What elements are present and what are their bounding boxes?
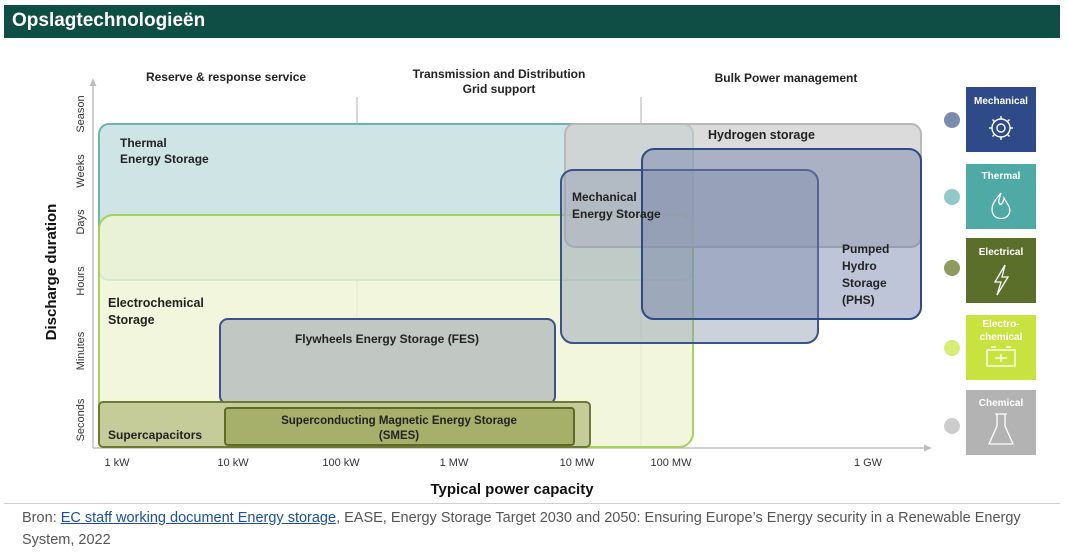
zone-transmission-line1: Transmission and Distribution xyxy=(413,67,586,81)
flask-icon xyxy=(987,413,1015,445)
x-axis-arrow xyxy=(924,444,932,452)
electrochemical-label-line2: Storage xyxy=(108,313,155,327)
x-tick-10kw: 10 kW xyxy=(217,457,249,469)
footer-divider xyxy=(4,503,1060,504)
phs-label-line4: (PHS) xyxy=(842,293,875,307)
hydrogen-label: Hydrogen storage xyxy=(708,128,815,142)
x-tick-1kw: 1 kW xyxy=(104,457,130,469)
mechanical-storage-region xyxy=(560,169,819,344)
smes-label-line1: Superconducting Magnetic Energy Storage xyxy=(281,415,517,427)
gear-icon xyxy=(989,116,1013,140)
battery-icon xyxy=(986,346,1016,367)
legend-label-electrochemical-line2: chemical xyxy=(980,332,1023,343)
thermal-label-line1: Thermal xyxy=(120,136,167,150)
legend-dot-chemical xyxy=(944,418,960,434)
y-axis-arrow xyxy=(89,78,97,86)
y-axis-label: Discharge duration xyxy=(43,204,60,341)
y-tick-hours: Hours xyxy=(75,266,87,296)
x-tick-100kw: 100 kW xyxy=(322,457,360,469)
zone-transmission-line2: Grid support xyxy=(463,82,536,96)
zone-bulk-power: Bulk Power management xyxy=(715,71,858,85)
source-prefix: Bron: xyxy=(22,510,61,526)
legend-dot-electrochemical xyxy=(944,340,960,356)
y-tick-weeks: Weeks xyxy=(75,154,87,188)
x-tick-1gw: 1 GW xyxy=(854,457,883,469)
x-tick-1mw: 1 MW xyxy=(440,457,469,469)
legend-dot-thermal xyxy=(944,189,960,205)
phs-label-line3: Storage xyxy=(842,276,887,290)
phs-label-line2: Hydro xyxy=(842,259,877,273)
legend-label-electrical: Electrical xyxy=(979,247,1024,258)
smes-label-line2: (SMES) xyxy=(379,430,419,442)
source-rest: , EASE, Energy Storage Target 2030 and 2… xyxy=(22,510,1021,548)
x-tick-100mw: 100 MW xyxy=(651,457,693,469)
source-note: Bron: EC staff working document Energy s… xyxy=(22,507,1052,551)
electrochemical-label-line1: Electrochemical xyxy=(108,296,204,310)
legend: Mechanical Thermal Electrical Electro- c… xyxy=(944,87,1036,455)
legend-label-thermal: Thermal xyxy=(982,171,1021,182)
phs-region xyxy=(641,148,922,320)
flywheels-label: Flywheels Energy Storage (FES) xyxy=(295,332,479,346)
lightning-icon xyxy=(993,264,1010,296)
y-tick-minutes: Minutes xyxy=(75,331,87,370)
page-title: Opslagtechnologieën xyxy=(12,10,206,31)
y-tick-seconds: Seconds xyxy=(75,398,87,441)
page-header: Opslagtechnologieën xyxy=(4,5,1060,38)
source-link[interactable]: EC staff working document Energy storage xyxy=(60,510,337,526)
y-tick-days: Days xyxy=(75,209,87,235)
flame-icon xyxy=(991,192,1011,220)
mechanical-label-line2: Energy Storage xyxy=(572,207,661,221)
y-tick-season: Season xyxy=(75,95,87,132)
x-axis-label: Typical power capacity xyxy=(430,481,594,498)
legend-dot-mechanical xyxy=(944,112,960,128)
x-tick-10mw: 10 MW xyxy=(560,457,595,469)
legend-label-chemical: Chemical xyxy=(979,398,1024,409)
phs-label-line1: Pumped xyxy=(842,242,889,256)
legend-label-electrochemical-line1: Electro- xyxy=(982,319,1019,330)
legend-box-electrochemical xyxy=(966,315,1036,380)
legend-dot-electrical xyxy=(944,260,960,276)
storage-technologies-diagram: Reserve & response service Transmission … xyxy=(43,67,1036,498)
supercapacitors-label: Supercapacitors xyxy=(108,428,202,442)
smes-region xyxy=(224,407,575,446)
thermal-label-line2: Energy Storage xyxy=(120,152,209,166)
mechanical-label-line1: Mechanical xyxy=(572,190,637,204)
legend-box-electrical xyxy=(966,238,1036,303)
zone-reserve-response: Reserve & response service xyxy=(146,70,306,84)
legend-label-mechanical: Mechanical xyxy=(974,96,1028,107)
